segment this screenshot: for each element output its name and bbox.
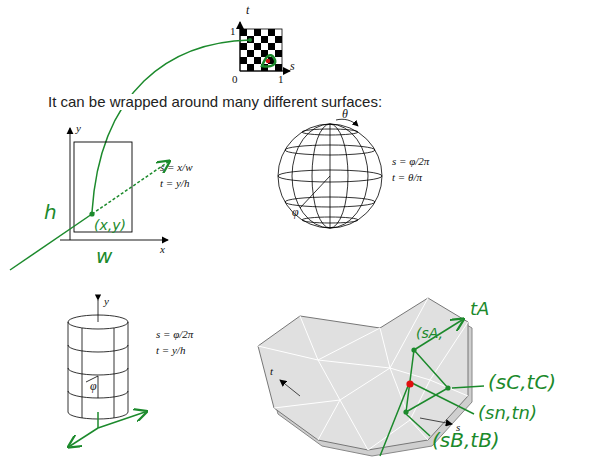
angle-label: φ [292,206,299,219]
handwritten-note: (sn,tn) [478,404,537,423]
handwritten-note: (sA, [416,326,443,341]
formula: t = y/h [156,345,185,357]
slide-text: It can be wrapped around many different … [47,94,383,110]
angle-label: θ [342,108,348,121]
axis-label: y [104,296,109,308]
formula: t = θ/π [392,172,422,184]
handwritten-note: (x,y) [94,218,126,233]
formula: s = φ/2π [392,156,429,168]
axis-label: t [270,366,273,378]
axis-tick: 0 [232,74,238,86]
handwritten-note: w [96,246,112,267]
formula: s = φ/2π [156,329,193,341]
axis-label: s [290,60,295,73]
handwritten-note: h [44,202,57,223]
axis-label: t [246,4,249,17]
axis-label: x [160,244,165,256]
angle-label: φ [90,380,97,393]
axis-tick: 1 [230,26,236,38]
formula: t = y/h [160,178,189,190]
formula: s = x/w [160,162,192,174]
handwritten-note: tA [470,300,489,319]
handwritten-note: (sC,tC) [488,372,556,393]
axis-tick: 1 [278,74,284,86]
axis-label: y [76,123,81,135]
handwritten-note: (sB,tB) [432,430,500,451]
